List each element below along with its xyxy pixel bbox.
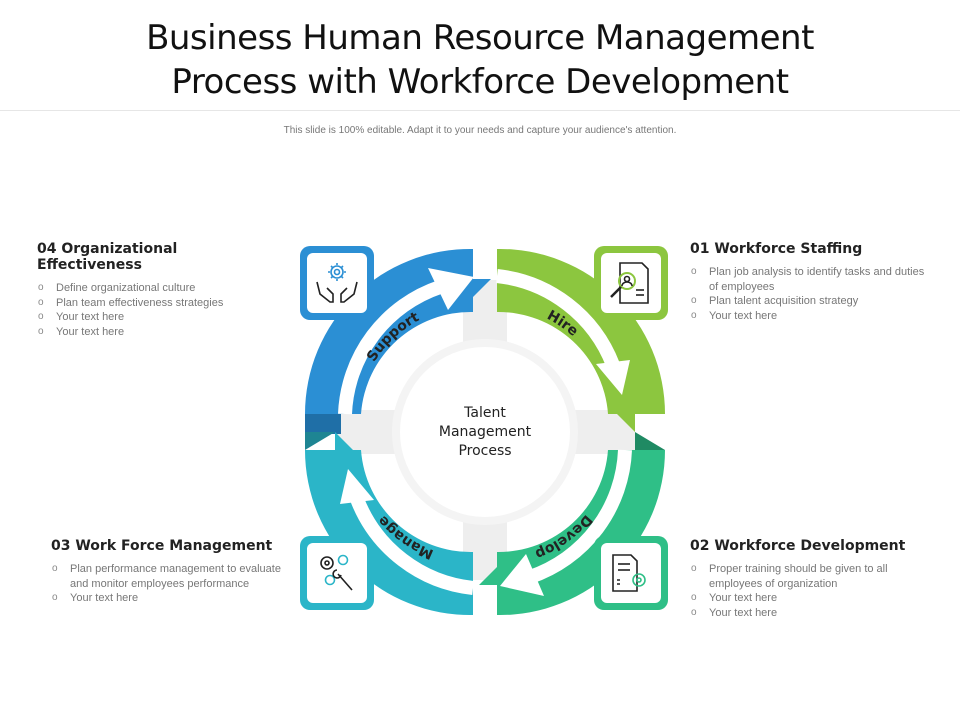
bullet-item: Plan talent acquisition strategy xyxy=(690,294,930,309)
bullet-item: Plan team effectiveness strategies xyxy=(37,296,287,311)
section-workforce-development: 02 Workforce Development Proper training… xyxy=(690,538,930,620)
bullet-item: Plan job analysis to identify tasks and … xyxy=(690,265,930,294)
arrow-hire xyxy=(496,269,620,368)
section-workforce-staffing: 01 Workforce Staffing Plan job analysis … xyxy=(690,241,930,323)
bullet-item: Plan performance management to evaluate … xyxy=(51,562,281,591)
icon-box-support xyxy=(300,246,374,320)
slide-title: Business Human Resource Management Proce… xyxy=(0,16,960,104)
bullet-item: Your text here xyxy=(690,309,930,324)
hands-gear-icon xyxy=(316,263,358,303)
bullet-list: Define organizational culture Plan team … xyxy=(37,281,287,339)
section-heading: 04 Organizational Effectiveness xyxy=(37,241,178,273)
bullet-item: Proper training should be given to all e… xyxy=(690,562,930,591)
gears-wrench-icon xyxy=(320,554,353,591)
section-heading: 02 Workforce Development xyxy=(690,538,906,554)
subtitle: This slide is 100% editable. Adapt it to… xyxy=(283,125,677,136)
center-line-1: Talent xyxy=(463,405,506,421)
arrowhead-manage xyxy=(340,469,374,504)
bullet-list: Proper training should be given to all e… xyxy=(690,562,930,620)
document-search-icon xyxy=(610,262,649,304)
bullet-list: Plan performance management to evaluate … xyxy=(51,562,281,606)
bullet-item: Your text here xyxy=(51,591,281,606)
arrow-manage xyxy=(350,496,474,595)
arrowhead-support xyxy=(428,268,474,310)
icon-box-manage xyxy=(300,536,374,610)
icon-box-hire xyxy=(594,246,668,320)
arrowhead-develop xyxy=(500,554,544,596)
section-heading: 01 Workforce Staffing xyxy=(690,241,863,257)
title-divider xyxy=(0,110,960,111)
title-line-2: Process with Workforce Development xyxy=(171,62,789,102)
bullet-item: Your text here xyxy=(37,325,287,340)
section-work-force-management: 03 Work Force Management Plan performanc… xyxy=(51,538,281,606)
bullet-list: Plan job analysis to identify tasks and … xyxy=(690,265,930,323)
bullet-item: Define organizational culture xyxy=(37,281,287,296)
document-gear-icon xyxy=(612,554,646,592)
section-organizational-effectiveness: 04 Organizational Effectiveness Define o… xyxy=(37,241,287,339)
bullet-item: Your text here xyxy=(690,591,930,606)
icon-box-develop xyxy=(594,536,668,610)
arrow-support xyxy=(338,280,443,415)
arrowhead-hire xyxy=(596,360,630,395)
center-circle xyxy=(400,347,570,517)
arrow-develop xyxy=(527,449,632,584)
center-line-2: Management xyxy=(439,424,532,440)
section-heading: 03 Work Force Management xyxy=(51,538,273,554)
bullet-item: Your text here xyxy=(37,310,287,325)
bullet-item: Your text here xyxy=(690,606,930,621)
center-line-3: Process xyxy=(458,443,511,459)
title-line-1: Business Human Resource Management xyxy=(146,18,814,58)
